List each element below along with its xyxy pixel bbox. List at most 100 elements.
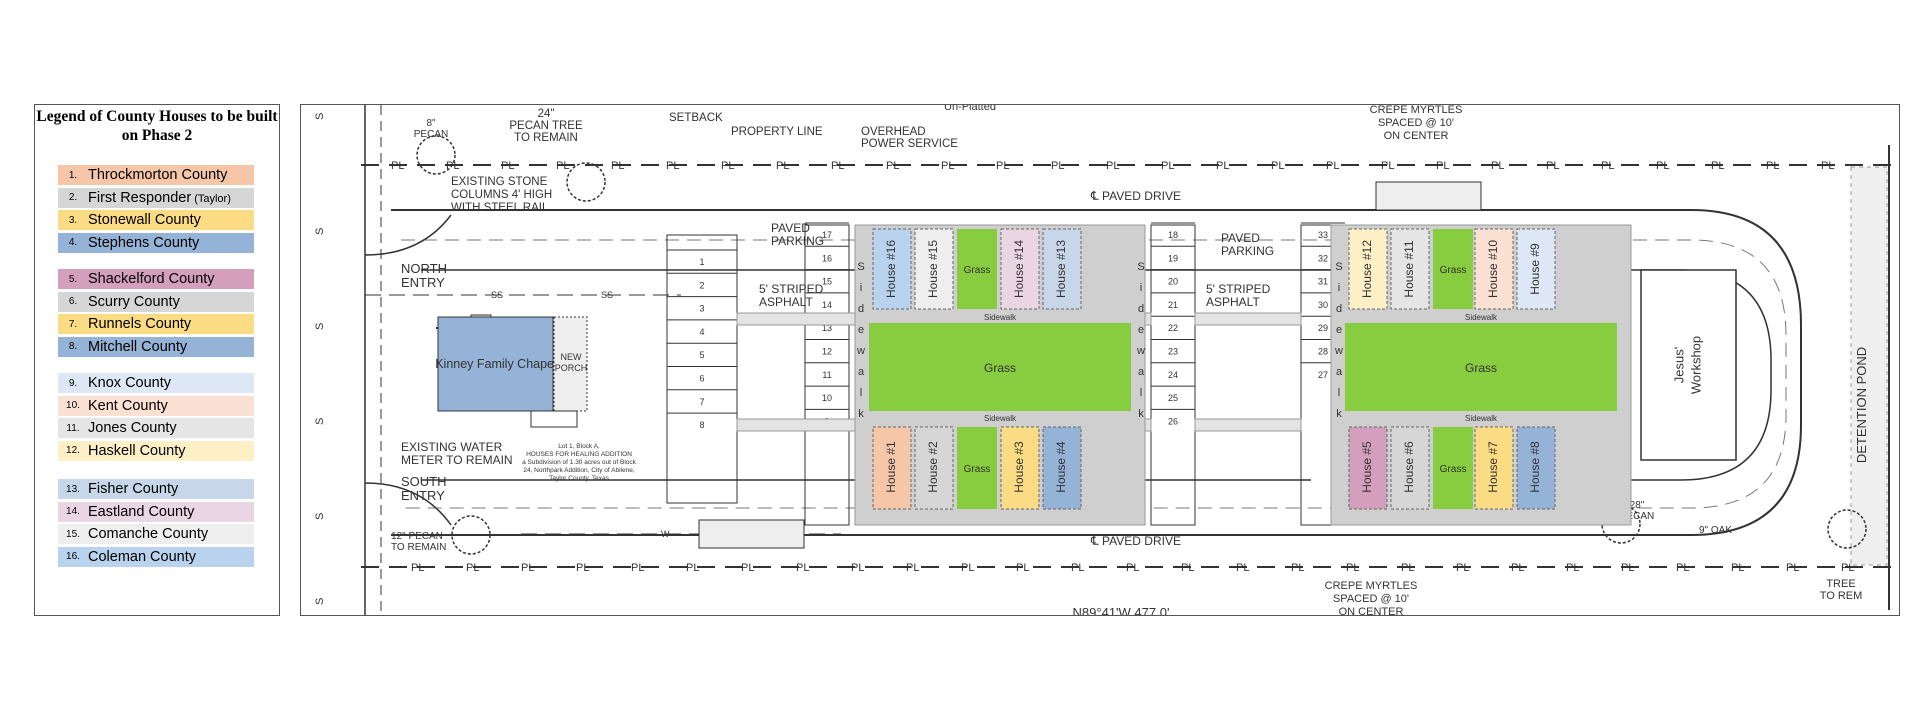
legend-item-name: Coleman County (88, 548, 196, 565)
grass-patch (1433, 229, 1473, 309)
pl-label-north: PL (776, 160, 789, 172)
paved-parking-label-west: PAVED (771, 221, 810, 235)
legend-item-number: 2. (68, 192, 78, 203)
tree-symbol (451, 515, 491, 555)
south-entry-label: ENTRY (401, 488, 445, 503)
pl-label-south: PL (796, 562, 809, 574)
sewer-label: S (314, 113, 326, 120)
sidewalk-vertical-letter: k (858, 408, 864, 420)
parking-left-b-stall-number: 13 (822, 323, 832, 333)
legend-item: 15. Comanche County (58, 524, 254, 544)
legend-item-name: Jones County (88, 420, 177, 436)
parking-block-west-a (666, 234, 738, 504)
sewer-label: S (314, 513, 326, 520)
legend-item-number: 16. (66, 551, 80, 562)
parking-left-a-stall-number: 5 (699, 350, 704, 360)
legend-item: 11.Jones County (58, 418, 254, 438)
house-label: House #8 (1528, 441, 1542, 493)
east-court-central-grass-label: Grass (1465, 361, 1497, 375)
house-lot (914, 426, 954, 510)
crepe-myrtles-bottom-label: ON CENTER (1339, 606, 1404, 616)
legend-item-name: Shackelford County (88, 271, 215, 287)
house-7-lot (1474, 228, 1514, 310)
legend-item: 7.Runnels County (58, 314, 254, 334)
legend-item: 13.Fisher County (58, 479, 254, 499)
legend-item-name: Comanche County (88, 526, 209, 542)
tree-remain-label: TO REM (1820, 590, 1863, 602)
parking-left-a-stall-number: 6 (699, 374, 704, 384)
sidewalk-vertical-letter: k (1336, 408, 1342, 420)
legend-item-name: Stonewall County (88, 212, 201, 228)
parking-right-a-stall-number: 25 (1168, 393, 1178, 403)
parking-right-b-stall-number: 31 (1318, 277, 1328, 287)
pl-label-south: PL (521, 562, 534, 574)
pl-label-north: PL (721, 160, 734, 172)
pl-label-north: PL (1491, 160, 1504, 172)
pl-label-north: PL (886, 160, 899, 172)
legend-item-name: First Responder (Taylor) (88, 189, 231, 206)
house-label: House #7 (1486, 441, 1500, 493)
sidewalk-vertical-letter: d (1336, 303, 1342, 315)
parking-block-east-a (1150, 224, 1196, 526)
parking-left-a-stall-number: 1 (699, 257, 704, 267)
new-porch-label: NEW (561, 352, 583, 362)
pl-label-south: PL (1401, 562, 1414, 574)
paved-drive-label-south: ℄ PAVED DRIVE (1090, 534, 1181, 548)
parking-right-a-stall-number: 20 (1168, 277, 1178, 287)
stone-columns-label: EXISTING STONE (451, 176, 548, 188)
paved-parking-label-west: PARKING (771, 234, 824, 248)
house-label: House #16 (884, 240, 898, 298)
sidewalk-vertical-letter: S (857, 261, 864, 273)
pl-label-north: PL (831, 160, 844, 172)
water-label-inline: W (661, 529, 670, 539)
pl-label-south: PL (1126, 562, 1139, 574)
striped-asphalt-label-east: ASPHALT (1206, 295, 1260, 309)
parking-right-a-stall-number: 21 (1168, 300, 1178, 310)
paved-drive-label-north: ℄ PAVED DRIVE (1090, 189, 1181, 203)
pl-label-south: PL (686, 562, 699, 574)
crepe-myrtles-top-label: ON CENTER (1384, 130, 1449, 142)
workshop-label-line2: Workshop (1688, 336, 1703, 394)
paved-parking-label-east: PAVED (1221, 231, 1260, 245)
legend-item-number: 10. (66, 400, 80, 411)
sidewalk-vertical-letter: i (1140, 282, 1142, 294)
pl-label-north: PL (501, 160, 514, 172)
pecan-28-label: PECAN (1620, 511, 1654, 522)
sidewalk-vertical-letter: a (1336, 366, 1343, 378)
pecan-8-label: 8" (426, 118, 436, 129)
pl-label-south: PL (851, 562, 864, 574)
parking-left-a-stall-number: 7 (699, 397, 704, 407)
house-label: House #14 (1012, 240, 1026, 298)
legend-item-name: Knox County (88, 375, 172, 391)
legend-item-number: 8. (68, 341, 78, 352)
house-label: House #4 (1054, 441, 1068, 493)
county-legend: Legend of County Houses to be built on P… (34, 104, 280, 616)
legend-item: 1.Throckmorton County (58, 165, 254, 185)
sidewalk-vertical-letter: S (1137, 261, 1144, 273)
striped-asphalt-strip (1194, 312, 1302, 326)
pl-label-north: PL (1161, 160, 1174, 172)
house-label: House #13 (1054, 240, 1068, 298)
legend-item: 2. First Responder (Taylor) (58, 187, 254, 208)
sidewalk-vertical-letter: w (1136, 345, 1145, 357)
pl-label-north: PL (1656, 160, 1669, 172)
legend-item-name: Stephens County (88, 234, 200, 251)
pl-label-north: PL (1546, 160, 1559, 172)
legend-item-name: Throckmorton County (88, 167, 228, 183)
jesus-workshop (1640, 269, 1737, 461)
sidewalk-vertical-letter: i (860, 282, 862, 294)
sidewalk-vertical-letter: l (1338, 387, 1340, 399)
parking-block-west-b (804, 224, 850, 526)
legend-item-number: 15. (66, 528, 80, 540)
legend-item-name: Runnels County (88, 316, 192, 332)
chapel-label: Kinney Family Chapel (435, 357, 557, 371)
west-court-sidewalk-label-top: Sidewalk (984, 313, 1017, 322)
north-entry-curve (364, 214, 452, 256)
bearing-bottom-label: N89°41'W 477.0' (1073, 605, 1170, 616)
parking-right-b-stall-number: 29 (1318, 323, 1328, 333)
pecan-28-label: 28" (1630, 500, 1645, 511)
water-meter-label: EXISTING WATER (401, 440, 503, 454)
pl-label-south: PL (906, 562, 919, 574)
tree-symbol (416, 135, 456, 175)
drive-centerline (401, 239, 1787, 509)
